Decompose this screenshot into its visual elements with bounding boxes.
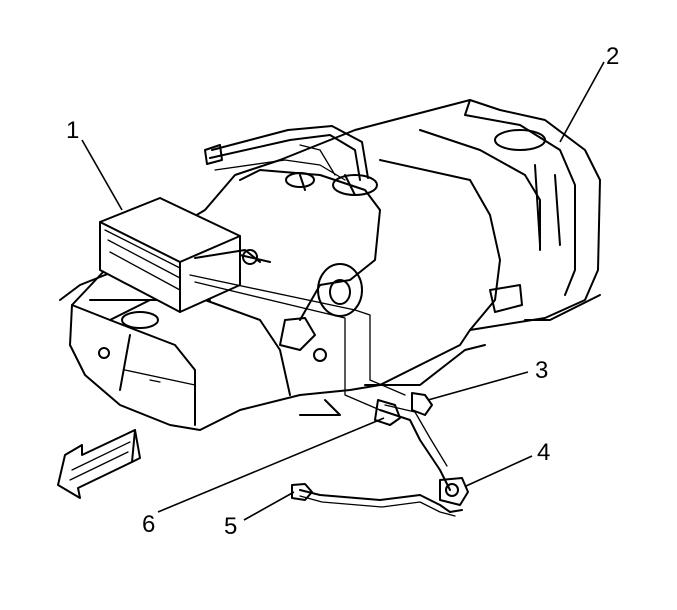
callout-label-6: 6 xyxy=(142,511,155,538)
callout-leaders xyxy=(81,61,605,521)
evap-canister xyxy=(99,197,271,313)
callout-label-5: 5 xyxy=(224,513,237,540)
callout-label-3: 3 xyxy=(535,357,548,384)
callout-label-1: 1 xyxy=(66,117,79,144)
front-direction-arrow-icon xyxy=(57,429,141,499)
evap-vent-hose xyxy=(189,274,469,517)
fuel-tank xyxy=(59,99,601,431)
fuel-lines xyxy=(204,125,369,181)
callout-label-4: 4 xyxy=(537,439,550,466)
callout-label-2: 2 xyxy=(606,43,619,70)
